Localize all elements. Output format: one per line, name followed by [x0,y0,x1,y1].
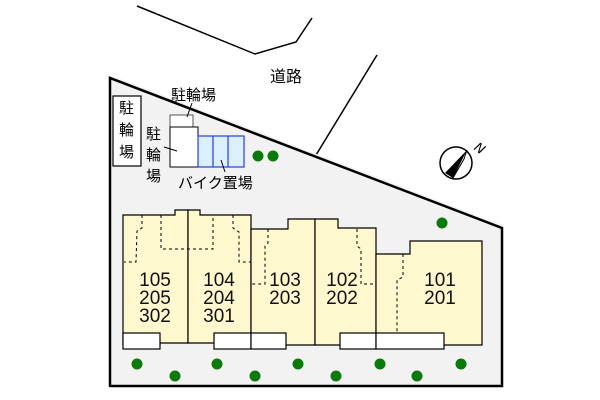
tree-icon [131,358,143,370]
leader-bike [220,159,226,173]
unit-104-block [187,209,252,344]
leader-mid [163,146,178,152]
tree-icon [411,370,423,382]
unit-105-label-1: 105 [139,270,171,291]
interior-dashes [124,215,404,333]
site-boundary-edge [108,76,504,388]
tree-icon [330,370,342,382]
bicycle-parking-left-box [112,95,142,167]
bike-parking-label: バイク置場 [178,174,253,192]
bike-parking-area [197,135,245,168]
tree-icon [169,370,181,382]
building [122,209,483,346]
unit-102-block [314,218,377,346]
unit-105-label-3: 302 [139,306,171,327]
unit-105-label-2: 205 [139,288,171,309]
trees [131,150,467,382]
unit-101-label-1: 101 [424,270,456,291]
unit-103-label-1: 103 [269,270,301,291]
bicycle-parking-left-char-2: 輪 [119,121,134,139]
tree-icon [455,358,467,370]
tree-icon [374,358,386,370]
road-edge-upper [136,5,313,55]
bicycle-parking-mid-char-3: 場 [146,167,161,185]
tree-icon [252,150,264,162]
bicycle-shed-lower [169,126,199,168]
unit-104-label-2: 204 [203,288,235,309]
unit-102-label-2: 202 [326,288,358,309]
unit-104-label-3: 301 [203,306,235,327]
unit-104-label-1: 104 [203,270,235,291]
tree-icon [436,217,448,229]
tree-icon [267,150,279,162]
unit-102-label-1: 102 [326,270,358,291]
leader-top [186,102,193,118]
unit-103-label-2: 203 [269,288,301,309]
bicycle-parking-left-char-1: 駐 [119,99,134,117]
tree-icon [249,370,261,382]
bicycle-parking-mid-char-2: 輪 [146,146,161,164]
unit-101-label-2: 201 [424,288,456,309]
tree-icon [211,358,223,370]
bicycle-parking-mid-char-1: 駐 [146,125,161,143]
road-edge-lower [312,54,378,161]
compass-north-label: N [471,140,488,158]
bicycle-parking-left-char-3: 場 [119,143,134,161]
tree-icon [292,358,304,370]
balconies [122,332,445,350]
bicycle-parking-top-label: 駐輪場 [171,86,216,104]
road-label: 道路 [270,67,302,86]
compass-icon: N [439,140,488,180]
